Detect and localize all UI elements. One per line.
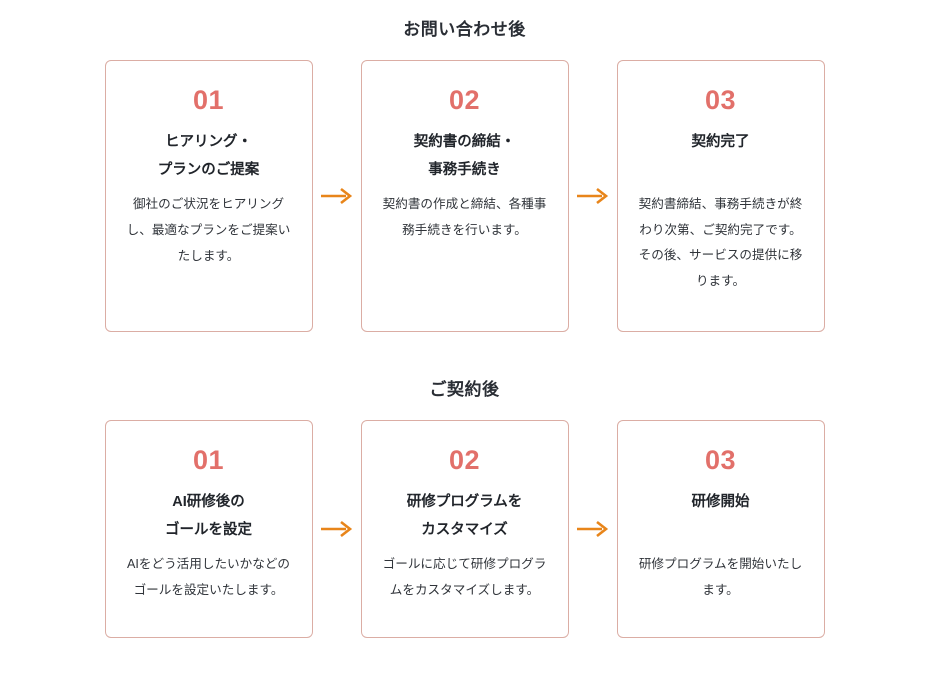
step-title: 研修プログラムを カスタマイズ [378,488,552,545]
step-title-line: 研修開始 [691,493,750,510]
step-title: ヒアリング・ プランのご提案 [122,128,296,185]
step-number: 01 [192,84,225,115]
step-title: 契約書の締結・ 事務手続き [378,128,552,185]
section-title-contract: ご契約後 [429,380,500,399]
step-description: 契約書の作成と締結、各種事務手続きを行います。 [382,197,547,238]
step-card-4: 01 AI研修後の ゴールを設定 AIをどう活用したいかなどのゴールを設定いたし… [104,419,313,638]
step-number: 03 [704,444,737,475]
cards-row-contract: 01 AI研修後の ゴールを設定 AIをどう活用したいかなどのゴールを設定いたし… [0,419,929,638]
step-title: AI研修後の ゴールを設定 [122,488,296,545]
step-number: 02 [448,444,481,475]
cards-row-inquiry: 01 ヒアリング・ プランのご提案 御社のご状況をヒアリングし、最適なプランをご… [0,59,929,332]
step-title-line: 契約書の締結・ [413,133,516,150]
step-card-5: 02 研修プログラムを カスタマイズ ゴールに応じて研修プログラムをカスタマイズ… [360,419,569,638]
arrow-right-icon [313,420,361,638]
step-number: 01 [192,444,225,475]
section-title-inquiry: お問い合わせ後 [403,20,526,39]
arrow-right-icon [569,60,617,332]
section-inquiry: お問い合わせ後 01 ヒアリング・ プランのご提案 御社のご状況をヒアリングし、… [0,18,929,332]
step-number: 02 [448,84,481,115]
step-number: 03 [704,84,737,115]
step-title-line: ヒアリング・ [165,133,252,150]
step-title-line: 研修プログラムを [406,493,523,510]
step-card-1: 01 ヒアリング・ プランのご提案 御社のご状況をヒアリングし、最適なプランをご… [104,59,313,332]
step-card-2: 02 契約書の締結・ 事務手続き 契約書の作成と締結、各種事務手続きを行います。 [360,59,569,332]
step-card-3: 03 契約完了 契約書締結、事務手続きが終わり次第、ご契約完了です。その後、サー… [616,59,825,332]
step-title-line: ゴールを設定 [165,522,252,539]
step-title-line: AI研修後の [172,493,245,510]
step-description: 御社のご状況をヒアリングし、最適なプランをご提案いたします。 [126,197,291,263]
step-title-line: カスタマイズ [421,522,508,539]
step-card-6: 03 研修開始 研修プログラムを開始いたします。 [616,419,825,638]
step-description: AIをどう活用したいかなどのゴールを設定いたします。 [126,557,291,598]
step-title-line: プランのご提案 [157,162,260,179]
step-description: 契約書締結、事務手続きが終わり次第、ご契約完了です。その後、サービスの提供に移り… [638,196,803,289]
step-title-line: 事務手続き [428,162,501,179]
step-title: 契約完了 [634,128,808,184]
step-description: 研修プログラムを開始いたします。 [638,556,803,597]
arrow-right-icon [569,420,617,638]
arrow-right-icon [313,60,361,332]
step-title: 研修開始 [634,488,808,544]
step-title-line: 契約完了 [691,133,750,150]
section-contract: ご契約後 01 AI研修後の ゴールを設定 AIをどう活用したいかなどのゴールを… [0,378,929,638]
step-description: ゴールに応じて研修プログラムをカスタマイズします。 [382,557,547,598]
